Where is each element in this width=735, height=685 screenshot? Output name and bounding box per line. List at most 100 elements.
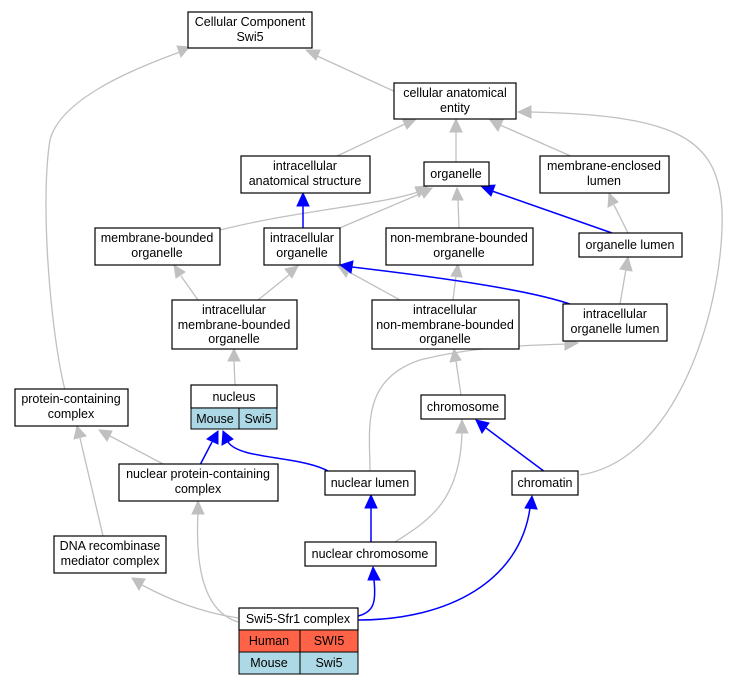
- arrowhead: [221, 430, 234, 446]
- edge-nl-iol: [368, 343, 567, 473]
- node-cellular-component[interactable]: Cellular Component Swi5: [187, 11, 313, 49]
- node-label-line: chromatin: [518, 476, 573, 490]
- arrowhead: [475, 419, 490, 434]
- node-label-line: nuclear lumen: [331, 476, 410, 490]
- node-label-line: membrane-enclosed: [547, 159, 661, 173]
- species-label: Mouse: [250, 656, 288, 670]
- edge-swi5-chromatin: [357, 507, 531, 621]
- node-organelle[interactable]: organelle: [423, 161, 490, 187]
- arrowhead: [206, 430, 219, 445]
- arrowhead: [73, 424, 87, 440]
- edge-mel-cae: [499, 124, 574, 158]
- edge-chromosome-inmbo: [455, 360, 462, 396]
- edge-npcc-nucleus: [199, 441, 213, 466]
- arrowhead: [367, 565, 381, 581]
- arrowhead: [455, 418, 469, 434]
- node-label-line: intracellular: [273, 159, 337, 173]
- arrowhead: [191, 499, 205, 515]
- node-intracellular-organelle[interactable]: intracellular organelle: [263, 227, 341, 266]
- edge-iol-io: [351, 266, 581, 309]
- node-protein-containing-complex[interactable]: protein-containing complex: [14, 388, 129, 427]
- node-intracellular-organelle-lumen[interactable]: intracellular organelle lumen: [562, 303, 668, 342]
- edge-iol-ol: [619, 268, 627, 305]
- edge-nl-nucleus: [227, 441, 331, 473]
- node-swi5-sfr1-complex[interactable]: Swi5-Sfr1 complex Human SWI5 Mouse Swi5: [238, 607, 359, 675]
- edge-imbo-mbo: [180, 275, 199, 301]
- node-label-line: nucleus: [212, 390, 255, 404]
- arrowhead: [364, 493, 378, 509]
- node-nuclear-protein-containing-complex[interactable]: nuclear protein-containing complex: [118, 463, 279, 502]
- edges-blue: [199, 184, 613, 621]
- node-label-line: non-membrane-bounded: [376, 318, 514, 332]
- edge-nmbo-org: [457, 199, 460, 229]
- edge-cae-cc: [314, 54, 401, 95]
- arrowhead: [479, 184, 496, 197]
- arrowhead: [524, 494, 538, 510]
- node-nuclear-chromosome[interactable]: nuclear chromosome: [304, 541, 437, 567]
- node-label-line: Cellular Component: [195, 15, 306, 29]
- node-chromatin[interactable]: chromatin: [511, 470, 579, 496]
- node-label-line: protein-containing: [21, 392, 120, 406]
- edge-ol-org: [491, 190, 613, 234]
- node-label-line: organelle lumen: [586, 238, 675, 252]
- edge-imbo-io: [257, 274, 290, 301]
- edge-io-org: [334, 192, 423, 231]
- species-label: Mouse: [196, 412, 234, 426]
- node-non-membrane-bounded-organelle[interactable]: non-membrane-bounded organelle: [385, 227, 534, 266]
- edge-npcc-pcc: [109, 435, 166, 466]
- arrowhead: [131, 577, 146, 592]
- edge-pcc-cc: [45, 51, 181, 391]
- node-dna-recombinase-mediator-complex[interactable]: DNA recombinase mediator complex: [53, 535, 167, 574]
- node-label-line: organelle: [419, 332, 470, 346]
- edge-chromatin-cae: [529, 111, 723, 476]
- node-label-line: organelle: [430, 167, 481, 181]
- edge-swi5-drmc: [141, 584, 239, 619]
- arrowhead: [449, 117, 463, 133]
- species-label: Human: [249, 634, 289, 648]
- node-chromosome[interactable]: chromosome: [420, 394, 506, 420]
- node-label-line: lumen: [587, 174, 621, 188]
- node-nuclear-lumen[interactable]: nuclear lumen: [324, 470, 416, 496]
- node-label-line: DNA recombinase: [60, 539, 161, 553]
- arrowhead: [176, 45, 190, 59]
- node-label-line: chromosome: [427, 400, 499, 414]
- node-membrane-bounded-organelle[interactable]: membrane-bounded organelle: [94, 227, 221, 266]
- node-label-line: intracellular: [413, 303, 477, 317]
- edge-ias-cae: [334, 123, 406, 158]
- node-label-line: organelle: [208, 332, 259, 346]
- node-label-line: intracellular: [202, 303, 266, 317]
- node-label-line: organelle: [131, 246, 182, 260]
- node-label-line: Swi5-Sfr1 complex: [246, 612, 351, 626]
- edge-swi5-npcc: [196, 512, 239, 623]
- arrowhead: [401, 117, 418, 130]
- node-label-line: Swi5: [236, 30, 263, 44]
- arrowhead: [619, 255, 633, 272]
- node-cellular-anatomical-entity[interactable]: cellular anatomical entity: [393, 82, 517, 120]
- gene-label: Swi5: [244, 412, 271, 426]
- node-label-line: membrane-bounded: [178, 318, 291, 332]
- node-membrane-enclosed-lumen[interactable]: membrane-enclosed lumen: [539, 155, 670, 194]
- node-intracellular-membrane-bounded-organelle[interactable]: intracellular membrane-bounded organelle: [171, 299, 298, 350]
- node-label-line: entity: [440, 101, 471, 115]
- edge-chromatin-chromosome: [485, 427, 546, 473]
- arrowhead: [173, 263, 186, 279]
- edge-ol-mel: [613, 204, 629, 234]
- arrowhead: [418, 187, 434, 199]
- arrowhead: [97, 429, 113, 442]
- arrowhead: [304, 49, 321, 61]
- arrowhead: [296, 191, 310, 207]
- gene-label: SWI5: [314, 634, 345, 648]
- node-nucleus[interactable]: nucleus Mouse Swi5: [190, 384, 278, 430]
- node-organelle-lumen[interactable]: organelle lumen: [578, 232, 683, 258]
- gene-cell-swi5: [238, 407, 278, 430]
- node-label-line: organelle: [433, 246, 484, 260]
- node-intracellular-non-membrane-bounded-organelle[interactable]: intracellular non-membrane-bounded organ…: [371, 299, 520, 350]
- node-label-line: nuclear protein-containing: [126, 467, 270, 481]
- node-label-line: anatomical structure: [249, 174, 362, 188]
- node-intracellular-anatomical-structure[interactable]: intracellular anatomical structure: [240, 155, 371, 194]
- arrowhead: [227, 347, 241, 362]
- gene-cell-swi5-mouse: [299, 651, 359, 675]
- arrowhead: [607, 191, 619, 208]
- node-label-line: intracellular: [583, 307, 647, 321]
